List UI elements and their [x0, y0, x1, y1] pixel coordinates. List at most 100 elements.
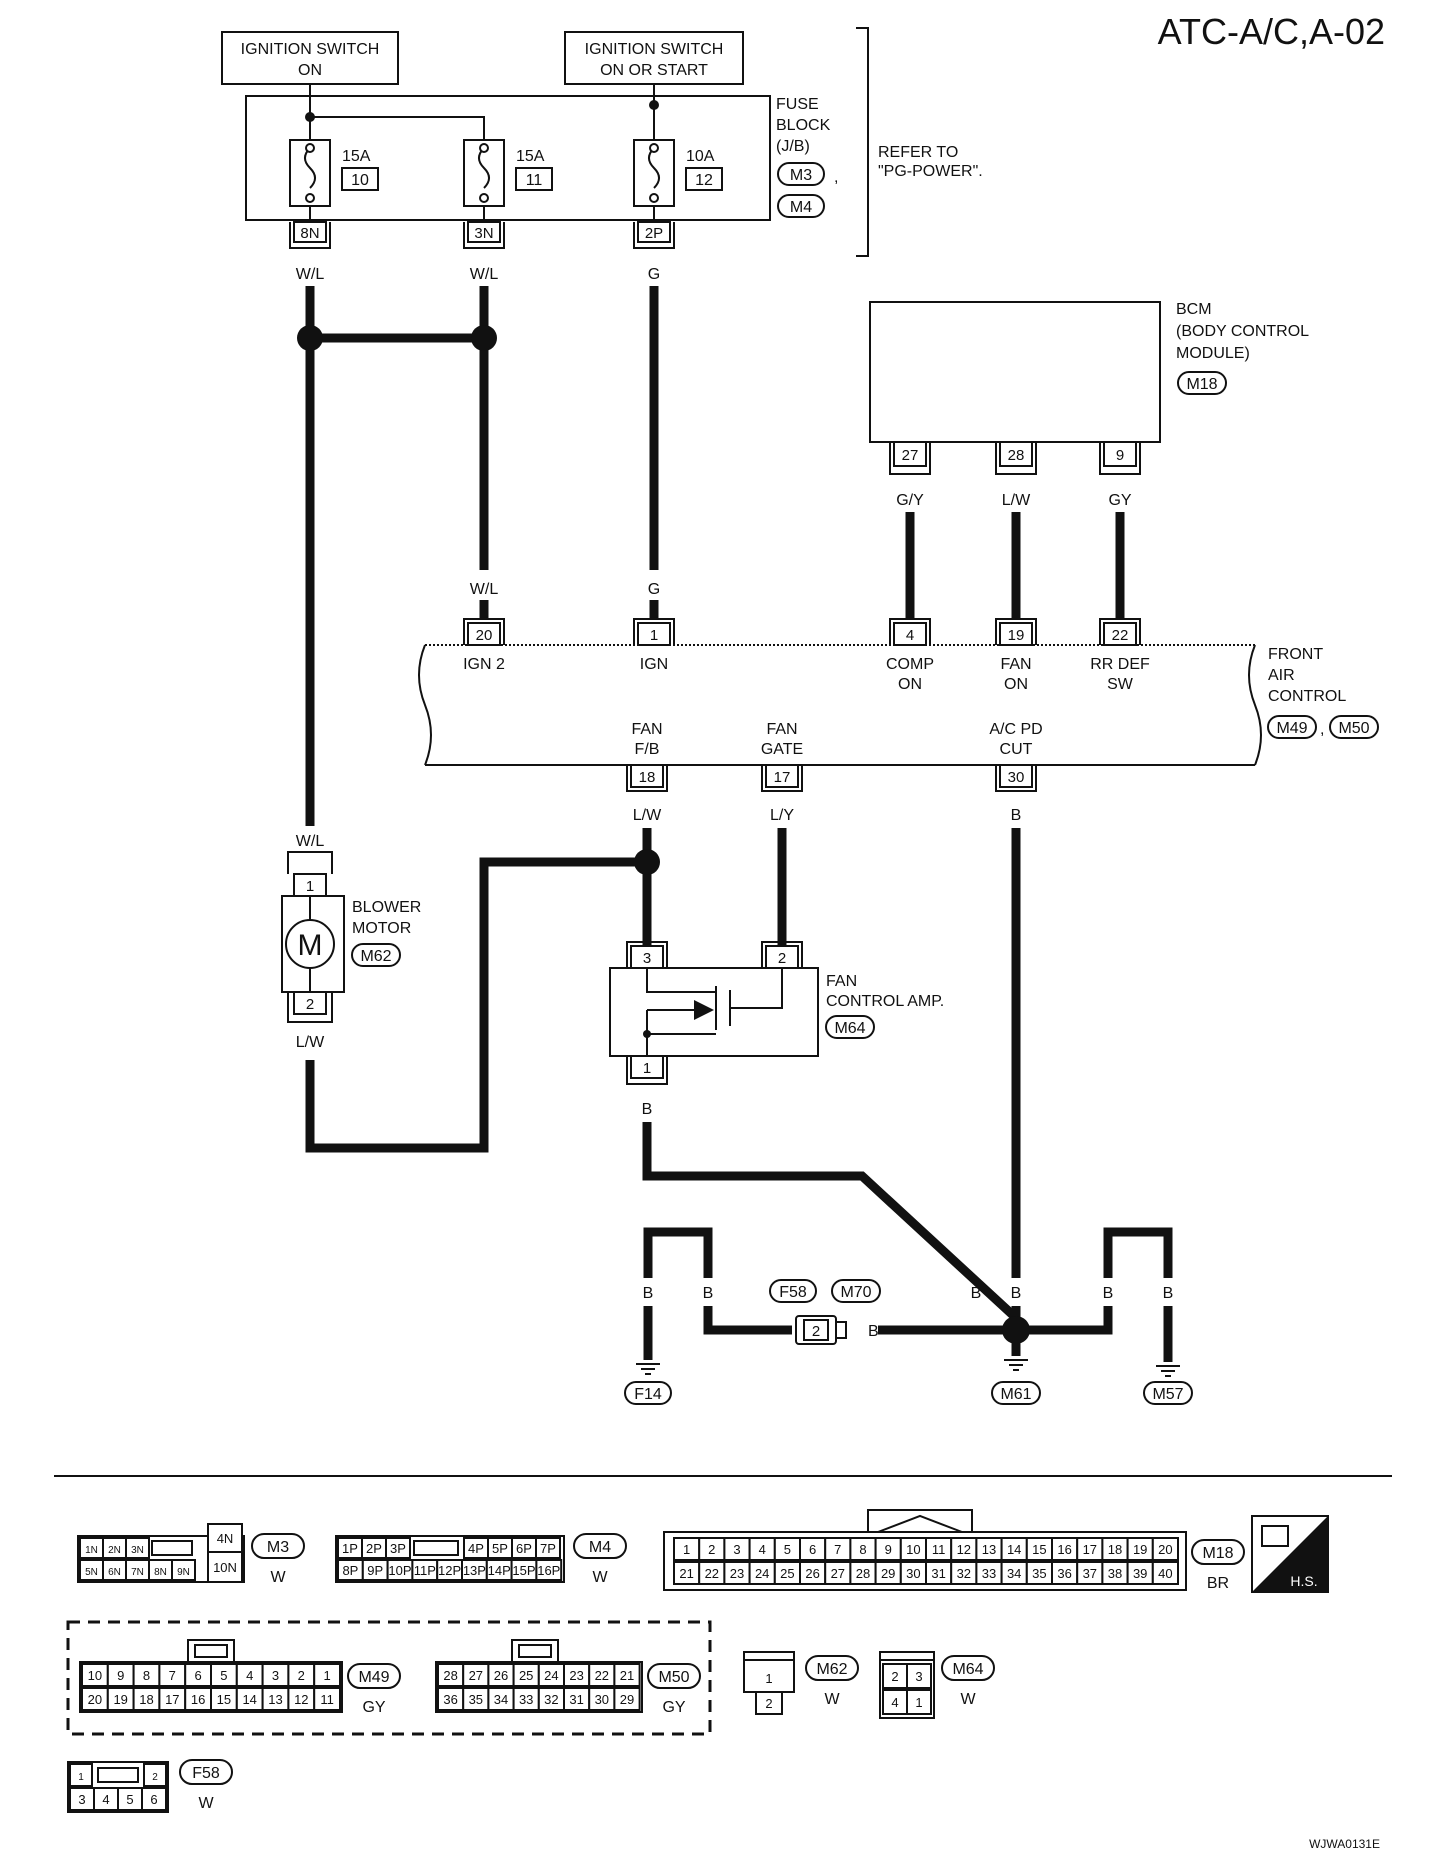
svg-text:SW: SW — [1107, 676, 1134, 693]
connector-tag-f58 — [179, 1759, 233, 1785]
m49-pin-1: 1 — [323, 1668, 330, 1683]
f58-pin-2-cavity — [143, 1763, 167, 1787]
m18-pin-16: 16 — [1057, 1542, 1071, 1557]
m4-pin-4p: 4P — [468, 1541, 484, 1556]
m49-pin-6: 6 — [194, 1668, 201, 1683]
m18-pin-4: 4 — [759, 1542, 766, 1557]
ignition-switch-on-line2: ON — [298, 62, 322, 79]
m64-pin-3-cavity — [906, 1663, 932, 1689]
svg-text:AIR: AIR — [1268, 667, 1295, 684]
m4-pin-16p-cavity — [535, 1559, 563, 1581]
m18-pin-36: 36 — [1057, 1566, 1071, 1581]
motor-symbol: M — [298, 929, 323, 962]
m18-pin-35: 35 — [1032, 1566, 1046, 1581]
m3-pin-10n-cavity — [207, 1551, 243, 1583]
m18-pin-27: 27 — [831, 1566, 845, 1581]
ignition-switch-start-line2: ON OR START — [600, 62, 708, 79]
fuse-10: 15A 10 — [289, 139, 379, 207]
m4-pin-16p: 16P — [537, 1563, 560, 1578]
connector-name-m18: M18 — [1202, 1545, 1233, 1562]
wire-color-gy-bcm9: GY — [1108, 492, 1131, 509]
m18-pin-21: 21 — [679, 1566, 693, 1581]
fac-pin-30: A/C PD CUT 30 — [989, 721, 1043, 792]
m49-pin-16: 16 — [191, 1692, 205, 1707]
wire-color-b-amp-out: B — [642, 1101, 653, 1118]
harness-side-badge: H.S. — [1251, 1515, 1329, 1593]
fuse-10-number: 10 — [351, 172, 369, 189]
m18-pin-33: 33 — [982, 1566, 996, 1581]
m62-pin-2: 2 — [765, 1696, 772, 1711]
svg-text:20: 20 — [476, 627, 493, 644]
svg-text:FAN: FAN — [631, 721, 662, 738]
svg-text:28: 28 — [1008, 447, 1025, 464]
f58-pin-1-cavity — [69, 1763, 93, 1787]
connector-color-m50: GY — [662, 1699, 685, 1716]
m49-pin-11: 11 — [320, 1692, 334, 1707]
f58-pin-4: 4 — [102, 1792, 109, 1807]
diagram-title: ATC-A/C,A-02 — [1158, 11, 1385, 52]
svg-text:2: 2 — [812, 1323, 820, 1340]
fuse-block-connector-m4: M4 — [790, 199, 812, 216]
m49-pin-14: 14 — [242, 1692, 256, 1707]
connector-color-m18: BR — [1207, 1575, 1229, 1592]
fuse-block-connector-m3: M3 — [790, 167, 812, 184]
connector-tag-m50 — [647, 1663, 701, 1689]
ground-m57: M57 — [1143, 1365, 1193, 1405]
m49-pin-13: 13 — [268, 1692, 282, 1707]
m49-pin-8: 8 — [143, 1668, 150, 1683]
m18-pin-34: 34 — [1007, 1566, 1021, 1581]
svg-text:4: 4 — [906, 627, 914, 644]
svg-text:2P: 2P — [645, 225, 663, 242]
f58-pin-3: 3 — [78, 1792, 85, 1807]
ground-m61: M61 — [991, 1359, 1041, 1405]
ignition-switch-start-line1: IGNITION SWITCH — [585, 41, 724, 58]
connector-color-m4: W — [592, 1569, 608, 1586]
svg-text:FRONT: FRONT — [1268, 646, 1323, 663]
svg-text:GATE: GATE — [761, 741, 803, 758]
m49-pin-4: 4 — [246, 1668, 253, 1683]
m50-pin-24: 24 — [544, 1668, 558, 1683]
m18-pin-19: 19 — [1133, 1542, 1147, 1557]
fuse-10-amp: 15A — [342, 148, 371, 165]
m50-pin-26: 26 — [494, 1668, 508, 1683]
wire-color-2p: G — [648, 266, 660, 283]
svg-text:1: 1 — [306, 878, 314, 895]
m4-pin-8p: 8P — [342, 1563, 358, 1578]
fuse-block-label-3: (J/B) — [776, 138, 810, 155]
hs-label: H.S. — [1290, 1573, 1317, 1589]
m4-pin-11p: 11P — [414, 1563, 436, 1578]
wire-color-lw-fanfb: L/W — [633, 807, 662, 824]
svg-text:CONTROL AMP.: CONTROL AMP. — [826, 993, 944, 1010]
f58-pin-6-cavity — [141, 1787, 167, 1811]
m18-pin-6: 6 — [809, 1542, 816, 1557]
svg-text:1: 1 — [643, 1060, 651, 1077]
svg-text:A/C PD: A/C PD — [989, 721, 1042, 738]
ground-wire-b-1: B — [643, 1285, 654, 1302]
m62-pin-1: 1 — [765, 1671, 772, 1686]
m18-pin-17: 17 — [1083, 1542, 1097, 1557]
connector-name-m49: M49 — [358, 1669, 389, 1686]
fan-control-amp: 3 2 1 FAN CONTROL AMP. M64 — [609, 941, 944, 1085]
m50-pin-23: 23 — [569, 1668, 583, 1683]
m64-pin-2: 2 — [891, 1669, 898, 1684]
m50-pin-21: 21 — [620, 1668, 634, 1683]
svg-text:F58: F58 — [779, 1284, 807, 1301]
fuse-block — [245, 95, 771, 221]
m64-pin-2-cavity — [882, 1663, 908, 1689]
svg-text:MOTOR: MOTOR — [352, 920, 411, 937]
m3-pin-7n: 7N — [131, 1567, 144, 1578]
connector-name-m50: M50 — [658, 1669, 689, 1686]
m3-pin-5n: 5N — [85, 1567, 98, 1578]
m18-pin-12: 12 — [957, 1542, 971, 1557]
fac-pin-22: 22 RR DEF SW — [1090, 618, 1150, 693]
blower-motor-connector: M62 — [360, 948, 391, 965]
m18-pin-40-cavity — [1151, 1561, 1180, 1585]
ground-wire-b-6: B — [1103, 1285, 1114, 1302]
m3-pin-4n: 4N — [217, 1531, 234, 1546]
m18-pin-40: 40 — [1158, 1566, 1172, 1581]
m18-pin-14: 14 — [1007, 1542, 1021, 1557]
m18-pin-20: 20 — [1158, 1542, 1172, 1557]
wire-color-3n: W/L — [470, 266, 499, 283]
connector-name-m4: M4 — [589, 1539, 611, 1556]
m64-pin-3: 3 — [915, 1669, 922, 1684]
